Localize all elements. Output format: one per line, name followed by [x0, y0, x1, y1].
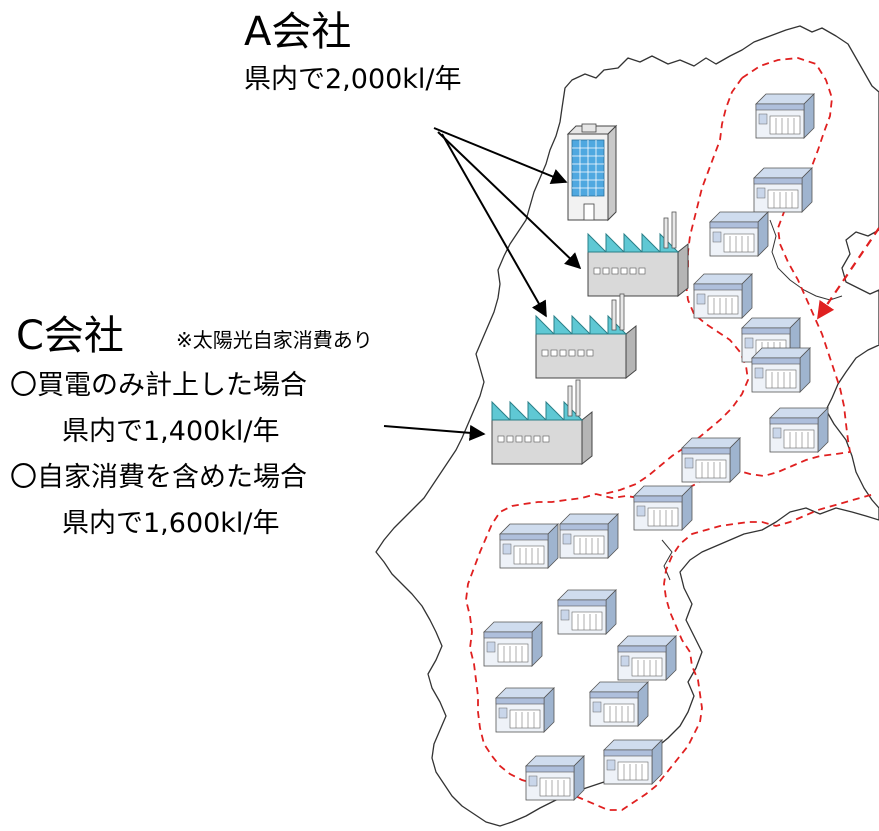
prefecture-outline	[375, 25, 879, 827]
company-c-note: ※太陽光自家消費あり	[176, 328, 373, 352]
store-icon	[753, 167, 813, 213]
region-pointer-arrow	[817, 227, 879, 320]
company-c-case1-value: 県内で1,400kl/年	[62, 416, 280, 447]
store-icon	[751, 347, 811, 393]
store-icon	[603, 739, 663, 785]
company-c-name: C会社	[16, 313, 124, 359]
company-a-usage: 県内で2,000kl/年	[244, 64, 462, 95]
inner-boundary	[769, 219, 843, 301]
store-icon	[495, 687, 555, 733]
store-icon	[633, 485, 693, 531]
store-icon	[755, 93, 815, 139]
store-icon	[769, 407, 829, 453]
store-icon	[557, 589, 617, 635]
region-boundary-west	[603, 77, 749, 495]
arrow-a-to-factory-1	[437, 131, 582, 270]
region-boundary-north	[465, 57, 875, 811]
company-c-case1-label: 〇買電のみ計上した場合	[10, 370, 307, 401]
store-icon	[589, 681, 649, 727]
company-a-name: A会社	[244, 9, 352, 55]
store-icon	[483, 621, 543, 667]
store-icon	[617, 635, 677, 681]
store-icon	[681, 437, 741, 483]
store-icon	[693, 273, 753, 319]
factory-icon	[491, 379, 593, 465]
office-building-icon	[566, 123, 618, 222]
store-icon	[499, 523, 559, 569]
arrow-c-to-factory	[383, 424, 486, 441]
company-c-case2-label: 〇自家消費を含めた場合	[10, 462, 307, 493]
factory-icon	[587, 211, 689, 297]
store-icon	[525, 755, 585, 801]
store-icon	[559, 513, 619, 559]
inner-boundary	[661, 539, 673, 581]
company-c-case2-value: 県内で1,600kl/年	[62, 508, 280, 539]
arrow-a-to-factory-2	[441, 133, 547, 318]
factory-icon	[535, 293, 637, 379]
arrow-a-to-office	[433, 127, 568, 184]
store-icon	[709, 211, 769, 257]
